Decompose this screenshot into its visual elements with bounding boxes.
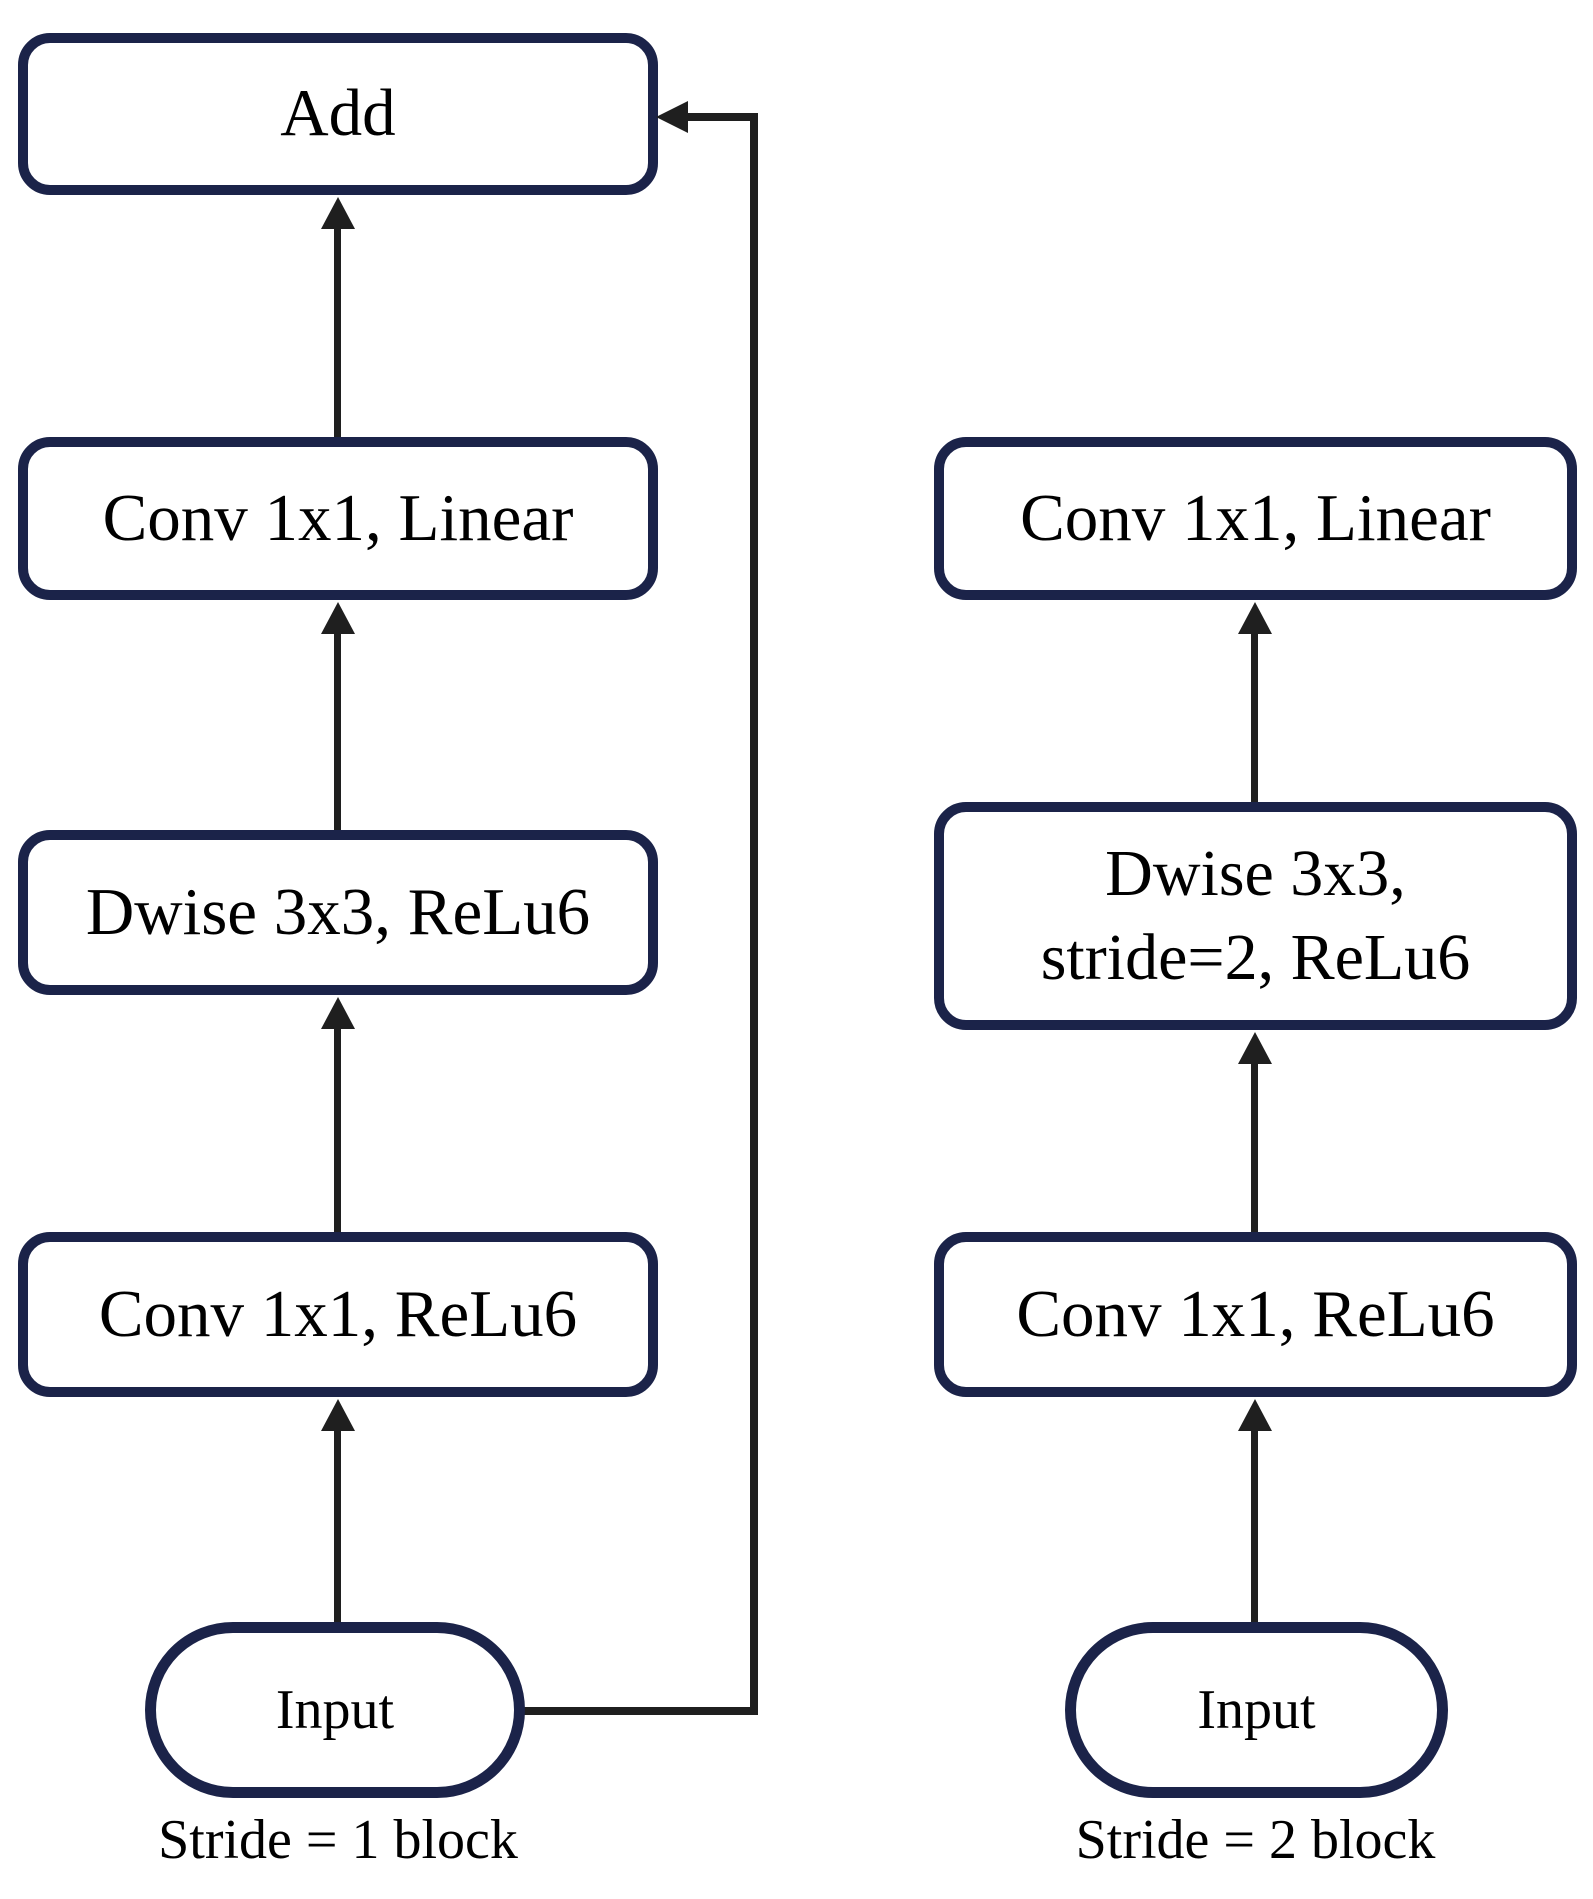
arrowhead-up-into-conv-relu-right-icon bbox=[1238, 1399, 1272, 1431]
arrowhead-up-into-conv-linear-right-icon bbox=[1238, 602, 1272, 634]
conv1x1-linear-right-node: Conv 1x1, Linear bbox=[934, 437, 1577, 600]
arrowhead-up-into-conv-linear-left-icon bbox=[321, 602, 355, 634]
dwise3x3-stride2-relu6-label: Dwise 3x3, stride=2, ReLu6 bbox=[1041, 832, 1470, 1001]
arrow-dwise-to-conv-linear-left bbox=[334, 630, 341, 830]
arrow-dwise-to-conv-linear-right bbox=[1251, 630, 1258, 802]
skip-connection-bottom-segment bbox=[521, 1707, 758, 1715]
dwise3x3-relu6-node: Dwise 3x3, ReLu6 bbox=[18, 830, 658, 995]
input-left-label: Input bbox=[275, 1679, 395, 1741]
conv1x1-linear-left-label: Conv 1x1, Linear bbox=[102, 480, 574, 555]
arrowhead-up-into-dwise-left-icon bbox=[321, 997, 355, 1029]
dwise3x3-stride2-relu6-node: Dwise 3x3, stride=2, ReLu6 bbox=[934, 802, 1577, 1030]
conv1x1-relu6-left-node: Conv 1x1, ReLu6 bbox=[18, 1232, 658, 1397]
conv1x1-relu6-right-node: Conv 1x1, ReLu6 bbox=[934, 1232, 1577, 1397]
arrowhead-up-into-dwise-right-icon bbox=[1238, 1032, 1272, 1064]
arrow-conv-relu-to-dwise-right bbox=[1251, 1060, 1258, 1232]
input-right-label: Input bbox=[1197, 1679, 1316, 1741]
conv1x1-linear-left-node: Conv 1x1, Linear bbox=[18, 437, 658, 600]
conv1x1-relu6-left-label: Conv 1x1, ReLu6 bbox=[98, 1276, 578, 1351]
input-right-node: Input bbox=[1065, 1622, 1448, 1798]
dwise3x3-relu6-label: Dwise 3x3, ReLu6 bbox=[85, 874, 591, 949]
arrowhead-left-into-add-icon bbox=[656, 101, 688, 133]
skip-connection-top-segment bbox=[686, 113, 758, 121]
arrow-conv-linear-to-add bbox=[334, 225, 341, 437]
skip-connection-vertical-segment bbox=[750, 113, 758, 1715]
conv1x1-relu6-right-label: Conv 1x1, ReLu6 bbox=[1016, 1276, 1495, 1351]
conv1x1-linear-right-label: Conv 1x1, Linear bbox=[1020, 480, 1491, 555]
arrow-input-to-conv-relu-right bbox=[1251, 1427, 1258, 1622]
arrowhead-up-into-add-icon bbox=[321, 197, 355, 229]
dwise-stride2-line1: Dwise 3x3, bbox=[1105, 836, 1406, 910]
arrowhead-up-into-conv-relu-left-icon bbox=[321, 1399, 355, 1431]
arrow-conv-relu-to-dwise-left bbox=[334, 1025, 341, 1232]
add-label: Add bbox=[280, 76, 396, 151]
stride2-caption: Stride = 2 block bbox=[1075, 1809, 1436, 1871]
input-left-node: Input bbox=[145, 1622, 525, 1798]
stride1-caption: Stride = 1 block bbox=[158, 1809, 518, 1871]
arrow-input-to-conv-relu-left bbox=[334, 1427, 341, 1622]
dwise-stride2-line2: stride=2, ReLu6 bbox=[1040, 921, 1471, 994]
add-node: Add bbox=[18, 33, 658, 195]
